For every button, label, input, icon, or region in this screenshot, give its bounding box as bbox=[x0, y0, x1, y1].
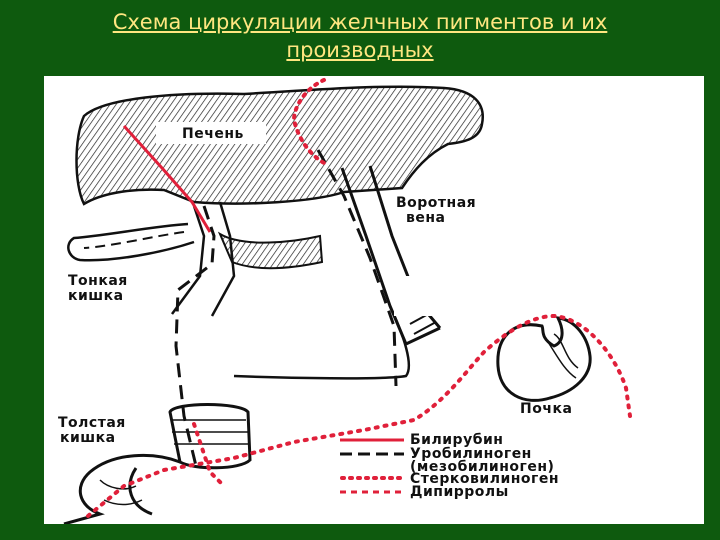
legend-label-bilirubin: Билирубин bbox=[410, 432, 504, 448]
legend-label-mesobilinogen: (мезобилиноген) bbox=[410, 459, 555, 475]
legend-label-dipyrroles: Дипирролы bbox=[410, 484, 509, 500]
portal-vein bbox=[233, 165, 514, 380]
small-intestine-loop bbox=[67, 222, 195, 262]
label-portal-vein-1: Воротная bbox=[396, 195, 477, 211]
slide-title: Схема циркуляции желчных пигментов и их … bbox=[40, 8, 680, 64]
label-large-intestine-1: Толстая bbox=[58, 415, 126, 431]
title-line-2: производных bbox=[286, 38, 434, 62]
bile-duct bbox=[170, 201, 324, 317]
label-large-intestine-2: кишка bbox=[60, 430, 116, 446]
diagram-panel: Печень Воротная вена Тонкая кишка Толста… bbox=[44, 76, 704, 524]
label-kidney: Почка bbox=[520, 401, 573, 417]
label-small-intestine-2: кишка bbox=[68, 288, 124, 304]
urobilinogen-path bbox=[174, 149, 398, 467]
label-liver: Печень bbox=[182, 126, 244, 142]
stercobilinogen-path bbox=[86, 78, 632, 518]
bilirubin-path bbox=[122, 124, 212, 233]
title-line-1: Схема циркуляции желчных пигментов и их bbox=[112, 10, 608, 34]
kidney-organ bbox=[496, 316, 592, 402]
legend-samples bbox=[340, 438, 406, 494]
circulation-diagram bbox=[63, 78, 632, 524]
label-portal-vein-2: вена bbox=[406, 210, 446, 226]
label-small-intestine-1: Тонкая bbox=[68, 273, 128, 289]
legend-label-stercobilinogen: Стерковилиноген bbox=[410, 471, 560, 487]
liver-organ bbox=[75, 85, 484, 206]
legend-label-urobilinogen: Уробилиноген bbox=[410, 446, 532, 462]
